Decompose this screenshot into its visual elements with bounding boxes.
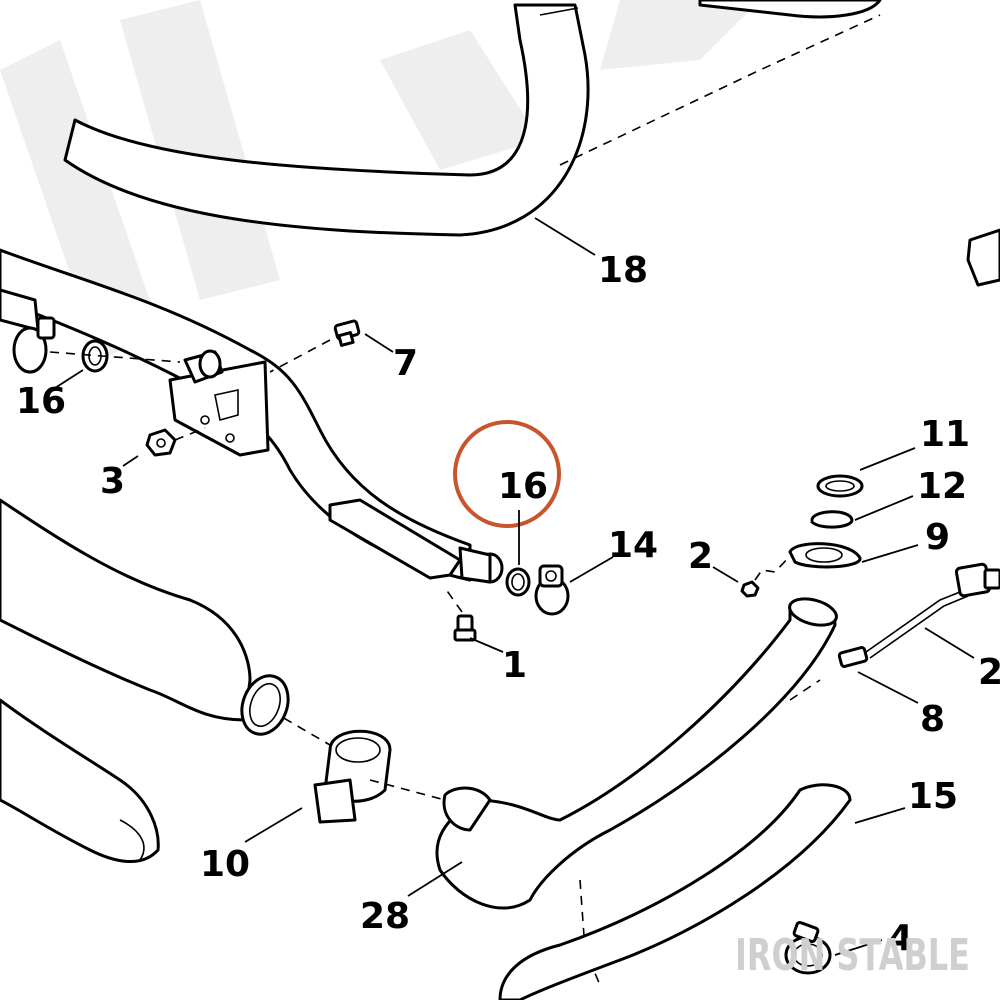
clamp-14 (534, 564, 570, 616)
dash-line-8 (789, 679, 821, 701)
muffler-clamp-10 (313, 729, 392, 824)
dash-line-3 (174, 427, 206, 441)
dash-line-7 (269, 339, 331, 373)
background-ghost-lettering (0, 0, 760, 360)
callout-15: 15 (908, 776, 958, 817)
head-pipe-28 (435, 597, 838, 910)
watermark-iron-stable: IRON STABLE (735, 930, 970, 981)
leader-18 (534, 217, 596, 256)
leader-1 (469, 637, 504, 653)
callout-16-left: 16 (16, 381, 66, 422)
callout-28: 28 (360, 896, 410, 937)
dash-line-10b (369, 779, 446, 801)
clamp-top-left (12, 316, 56, 374)
leader-28 (407, 861, 463, 897)
dash-line-2 (754, 555, 791, 581)
callout-10: 10 (200, 844, 250, 885)
callout-4: 4 (888, 918, 913, 959)
leader-9 (861, 544, 919, 563)
nut-2 (740, 580, 760, 598)
leader-10 (244, 807, 303, 843)
dash-line-1 (444, 587, 463, 613)
leader-2b (924, 627, 975, 659)
callout-16-highlighted: 16 (498, 466, 548, 507)
leader-16-left (54, 369, 84, 389)
dash-line-10a (269, 709, 331, 746)
nut-3 (145, 428, 177, 457)
leader-12 (854, 495, 914, 521)
heat-shield-15 (498, 783, 852, 1000)
callout-2-center: 2 (688, 536, 713, 577)
head-pipe-18 (63, 0, 882, 237)
leader-3 (122, 455, 139, 467)
callout-2-right: 2 (978, 652, 1000, 693)
retaining-ring-12 (810, 510, 854, 529)
dash-line-16-left (49, 351, 181, 363)
callout-8: 8 (920, 699, 945, 740)
gasket-16-highlighted (505, 567, 531, 597)
leader-8 (857, 671, 919, 704)
callout-14: 14 (608, 525, 658, 566)
callout-18: 18 (598, 250, 648, 291)
hose-clamp-4 (784, 921, 832, 975)
ring-11 (816, 474, 864, 498)
muffler-lower (0, 698, 160, 864)
pipe-stub-left (183, 349, 224, 384)
callout-7: 7 (393, 343, 418, 384)
muffler-upper (0, 498, 290, 736)
crossover-pipe-assembly (0, 248, 504, 584)
bolt-7 (333, 319, 361, 347)
dash-line-18 (559, 14, 881, 166)
leader-15 (854, 807, 906, 824)
leader-4 (834, 939, 883, 956)
flange-9 (788, 542, 862, 569)
callout-12: 12 (917, 466, 967, 507)
leader-14 (569, 556, 614, 583)
callout-9: 9 (925, 517, 950, 558)
callout-3: 3 (100, 461, 125, 502)
leader-11 (859, 447, 916, 471)
callout-11: 11 (920, 414, 970, 455)
leader-7 (364, 333, 394, 353)
highlight-circle (453, 420, 561, 528)
callout-1: 1 (502, 645, 527, 686)
bracket-right-edge (966, 228, 1000, 287)
oxygen-sensor-8 (837, 562, 1000, 668)
screw-1 (453, 614, 477, 642)
leader-2a (712, 566, 739, 583)
